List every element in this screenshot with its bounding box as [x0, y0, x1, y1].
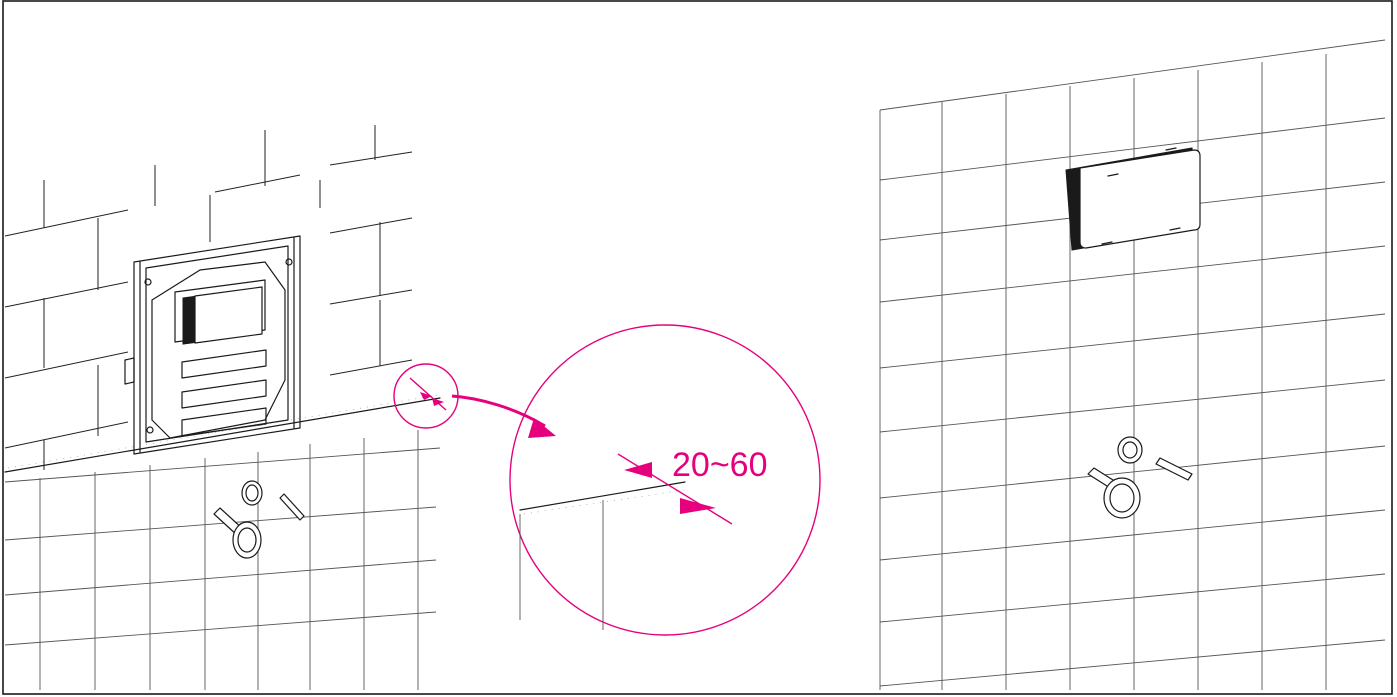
detail-arrow	[451, 394, 556, 438]
installation-frame	[124, 235, 301, 455]
detail-magnifier: 20~60	[509, 324, 821, 636]
dimension-label: 20~60	[672, 446, 768, 484]
flush-plate	[1065, 147, 1201, 251]
left-scene-pipes	[213, 480, 305, 559]
detail-source-marker	[409, 377, 447, 411]
left-scene-tiles	[4, 394, 441, 690]
left-scene-brick-wall	[4, 125, 413, 470]
right-scene-pipes	[1087, 436, 1193, 519]
right-scene-tiles	[879, 39, 1386, 690]
